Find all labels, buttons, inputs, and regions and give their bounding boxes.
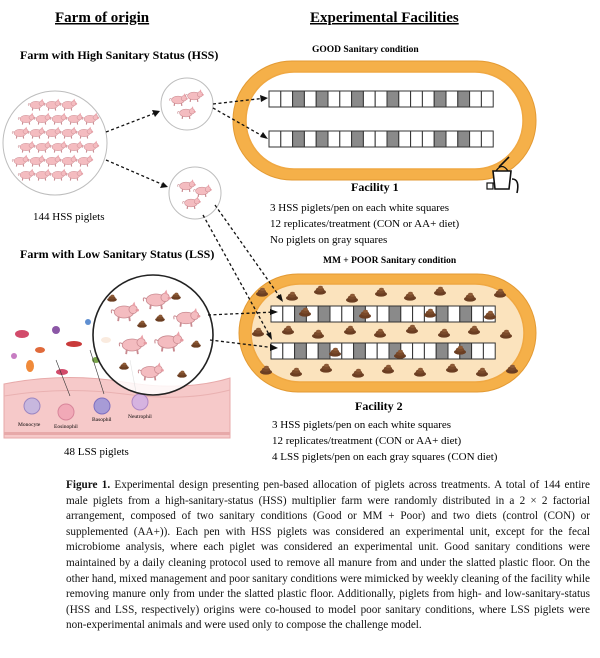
white-pen: [268, 90, 282, 108]
immune-cells: [23, 393, 149, 421]
white-pen: [270, 305, 284, 323]
facility2-title: Facility 2: [355, 399, 403, 413]
gray-pen: [315, 130, 329, 148]
gray-pen: [435, 305, 449, 323]
gray-pen: [315, 90, 329, 108]
gray-pen: [435, 342, 449, 360]
facility2-condition-label: MM + POOR Sanitary condition: [323, 256, 457, 266]
facility1-title: Facility 1: [351, 180, 399, 194]
white-pen: [305, 342, 319, 360]
facility2-note-2: 12 replicates/treatment (CON or AA+ diet…: [272, 435, 462, 447]
white-pen: [398, 90, 412, 108]
white-pen: [364, 342, 378, 360]
gray-pen: [317, 305, 331, 323]
figure-caption: Figure 1. Experimental design presenting…: [66, 478, 590, 634]
gray-pen: [351, 130, 364, 148]
farm-of-origin-heading: Farm of origin: [55, 10, 150, 26]
cleaning-bucket-icon: [486, 156, 519, 194]
white-pen: [327, 90, 341, 108]
white-pen: [268, 130, 282, 148]
white-pen: [398, 130, 412, 148]
lss-farm-title: Farm with Low Sanitary Status (LSS): [20, 247, 214, 261]
white-pen: [400, 305, 414, 323]
gray-pen: [457, 130, 471, 148]
white-pen: [341, 305, 355, 323]
gray-pen: [457, 90, 471, 108]
white-pen: [376, 342, 390, 360]
caption-label: Figure 1.: [66, 479, 111, 491]
white-pen: [471, 342, 484, 360]
pathogen-icons: [11, 319, 111, 375]
cell-label-monocyte: Monocyte: [18, 422, 41, 428]
white-pen: [421, 90, 435, 108]
facility1-condition-label: GOOD Sanitary condition: [312, 45, 419, 55]
white-pen: [329, 305, 343, 323]
white-pen: [362, 130, 376, 148]
white-pen: [480, 90, 494, 108]
white-pen: [410, 130, 423, 148]
gray-pen: [292, 130, 305, 148]
white-pen: [376, 305, 390, 323]
white-pen: [471, 305, 484, 323]
white-pen: [303, 90, 317, 108]
cell-label-neutrophil: Neutrophil: [128, 414, 152, 420]
gray-pen: [351, 90, 364, 108]
facility1-note-1: 3 HSS piglets/pen on each white squares: [270, 202, 449, 214]
white-pen: [480, 130, 494, 148]
cell-label-eosinophil: Eosinophil: [54, 424, 78, 430]
facility1-pen-row-1: [268, 90, 494, 108]
white-pen: [421, 130, 435, 148]
lss-piglets-count: 48 LSS piglets: [64, 446, 129, 458]
caption-text: Experimental design presenting pen-based…: [66, 479, 591, 632]
facility2-note-1: 3 HSS piglets/pen on each white squares: [272, 419, 451, 431]
gray-pen: [292, 90, 305, 108]
white-pen: [469, 90, 482, 108]
white-pen: [482, 342, 496, 360]
allocation-arrows: [105, 97, 283, 349]
white-pen: [280, 90, 294, 108]
facility1-note-3: No piglets on gray squares: [270, 234, 387, 246]
experimental-facilities-heading: Experimental Facilities: [310, 10, 459, 26]
hss-piglets-count: 144 HSS piglets: [33, 211, 105, 223]
white-pen: [469, 130, 482, 148]
white-pen: [374, 90, 388, 108]
white-pen: [339, 130, 353, 148]
facility1-pen-row-2: [268, 130, 494, 148]
white-pen: [410, 90, 423, 108]
white-pen: [445, 90, 459, 108]
facility2-note-3: 4 LSS piglets/pen on each gray squares (…: [272, 451, 498, 463]
facility1-inner: [245, 71, 524, 170]
facility1-note-2: 12 replicates/treatment (CON or AA+ diet…: [270, 218, 460, 230]
gray-pen: [386, 130, 400, 148]
white-pen: [327, 130, 341, 148]
white-pen: [423, 342, 437, 360]
gray-pen: [459, 305, 473, 323]
hss-group-circle-2: [168, 166, 222, 220]
gray-pen: [317, 342, 331, 360]
gray-pen: [433, 130, 447, 148]
white-pen: [282, 305, 296, 323]
white-pen: [362, 90, 376, 108]
gray-pen: [386, 90, 400, 108]
white-pen: [341, 342, 355, 360]
hss-farm-title: Farm with High Sanitary Status (HSS): [20, 48, 218, 62]
gray-pen: [433, 90, 447, 108]
white-pen: [280, 130, 294, 148]
arrow-heads: [152, 95, 283, 351]
white-pen: [445, 130, 459, 148]
gray-pen: [294, 342, 307, 360]
cell-label-basophil: Basophil: [92, 417, 112, 423]
gray-pen: [388, 305, 402, 323]
gray-pen: [353, 342, 366, 360]
white-pen: [282, 342, 296, 360]
white-pen: [412, 305, 425, 323]
hss-group-circle-1: [160, 77, 214, 131]
white-pen: [447, 305, 461, 323]
white-pen: [412, 342, 425, 360]
white-pen: [303, 130, 317, 148]
white-pen: [339, 90, 353, 108]
facility2-pen-row-2: [270, 342, 496, 360]
white-pen: [374, 130, 388, 148]
